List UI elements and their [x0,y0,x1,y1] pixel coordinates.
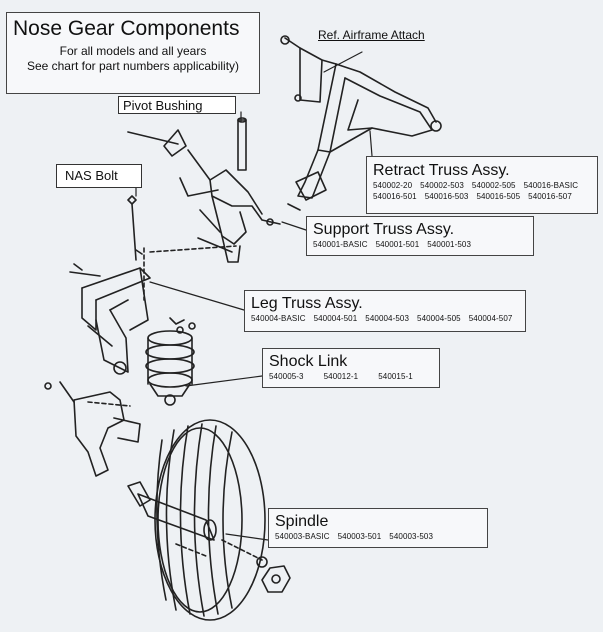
nas-bolt-label: NAS Bolt [56,164,142,188]
nas-bolt-drawing [127,195,143,261]
part-number: 540001-503 [427,240,472,249]
spindle-drawing [127,481,291,593]
part-number: 540016-501 [373,192,417,201]
diagram-title: Nose Gear Components [13,17,240,40]
part-number: 540003-501 [337,532,382,541]
support-truss-parts: 540001-BASIC 540001-501 540001-503 [313,239,527,250]
part-number: 540012-1 [323,372,359,381]
pivot-bushing-drawing [237,117,247,171]
retract-truss-drawing [280,35,442,211]
support-truss-callout: Support Truss Assy. 540001-BASIC 540001-5… [306,216,534,256]
leader-lines [135,51,373,541]
part-number: 540016-BASIC [523,181,579,190]
part-number: 540004-BASIC [251,314,306,323]
leg-truss-parts: 540004-BASIC 540004-501 540004-503 540004-5… [251,313,519,324]
part-number: 540005-3 [269,372,304,381]
part-number: 540004-503 [365,314,410,323]
part-number: 540002-20 [373,181,413,190]
part-number: 540016-505 [476,192,521,201]
part-number: 540001-BASIC [313,240,368,249]
support-truss-title: Support Truss Assy. [313,221,455,238]
ref-airframe-label: Ref. Airframe Attach [318,28,425,42]
support-truss-drawing [127,129,281,263]
part-number: 540015-1 [378,372,413,381]
part-number: 540003-503 [389,532,434,541]
part-number: 540004-505 [417,314,461,323]
part-number: 540016-507 [528,192,572,201]
diagram-subtitle-2: See chart for part numbers applicability… [26,59,240,73]
shock-link-callout: Shock Link 540005-3 540012-1 540015-1 [262,348,440,388]
retract-truss-parts-row-1: 540002-20 540002-503 540002-505 540016-BASI… [373,180,591,191]
part-number: 540003-BASIC [275,532,330,541]
pivot-bushing-label: Pivot Bushing [118,96,236,114]
shock-link-drawing [145,317,196,406]
part-number: 540002-505 [471,181,516,190]
part-number: 540016-503 [424,192,469,201]
spindle-parts: 540003-BASIC 540003-501 540003-503 [275,531,481,542]
retract-truss-parts-row-2: 540016-501 540016-503 540016-505 540016-507 [373,191,591,202]
shock-link-parts: 540005-3 540012-1 540015-1 [269,371,433,382]
part-number: 540004-507 [468,314,513,323]
shock-link-title: Shock Link [269,353,348,370]
fork-drawing [44,381,141,477]
header-box: Nose Gear Components For all models and … [6,12,260,94]
part-number: 540004-501 [313,314,358,323]
leg-truss-drawing [69,245,237,375]
retract-truss-title: Retract Truss Assy. [373,162,510,179]
part-number: 540002-503 [420,181,464,190]
spindle-title: Spindle [275,513,329,530]
leg-truss-title: Leg Truss Assy. [251,295,363,312]
spindle-callout: Spindle 540003-BASIC 540003-501 540003-503 [268,508,488,548]
diagram-subtitle-1: For all models and all years [59,44,207,58]
part-number: 540001-501 [375,240,420,249]
